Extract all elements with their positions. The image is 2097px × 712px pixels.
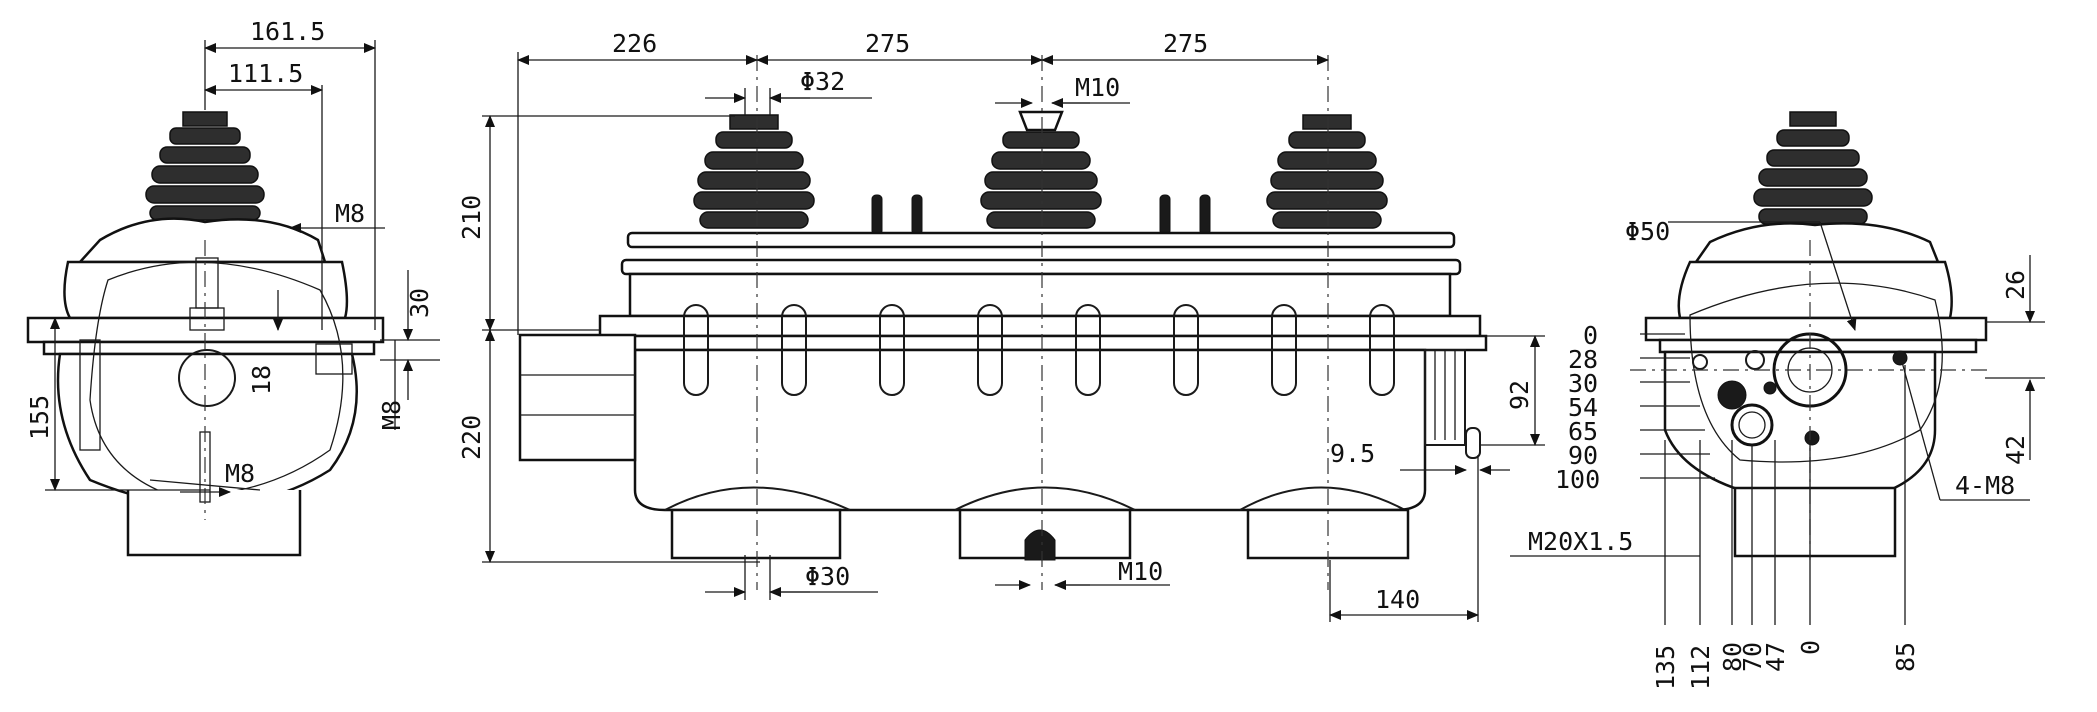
left-side-view: 161.5 111.5 M8 30 18 M8 155 M8 xyxy=(25,17,440,557)
right-dim-47: 47 xyxy=(1761,642,1790,672)
front-dim-275-b: 275 xyxy=(1163,29,1208,58)
right-view-dimensions: Φ50 0 28 30 54 65 90 100 M20X1.5 xyxy=(1510,217,2045,690)
front-dim-220: 220 xyxy=(457,415,486,460)
left-dim-111-5: 111.5 xyxy=(228,59,303,88)
right-dim-28: 28 xyxy=(1568,345,1598,374)
right-dim-135: 135 xyxy=(1651,645,1680,690)
left-dim-18: 18 xyxy=(247,365,276,395)
right-dim-m20x1-5: M20X1.5 xyxy=(1528,527,1633,556)
left-insulator xyxy=(145,111,265,221)
right-bottom-scale: 135 112 80 70 47 0 85 xyxy=(1651,365,1920,690)
front-insulator-3 xyxy=(1266,114,1388,229)
right-insulator xyxy=(1753,111,1873,225)
left-dim-155: 155 xyxy=(25,395,54,440)
right-dim-0: 0 xyxy=(1583,321,1598,350)
front-dim-92: 92 xyxy=(1505,380,1534,410)
front-dim-phi30: Φ30 xyxy=(805,562,850,591)
front-view: 226 275 275 Φ32 M10 210 220 xyxy=(457,29,1545,622)
front-view-dimensions: 226 275 275 Φ32 M10 210 220 xyxy=(457,29,1545,622)
right-dim-42: 42 xyxy=(2001,435,2030,465)
front-dim-275-a: 275 xyxy=(865,29,910,58)
right-dim-4-m8: 4-M8 xyxy=(1955,471,2015,500)
left-view-dimensions: 161.5 111.5 M8 30 18 M8 155 M8 xyxy=(25,17,440,497)
front-dim-9-5: 9.5 xyxy=(1330,439,1375,468)
left-dim-30: 30 xyxy=(405,288,434,318)
right-dim-85: 85 xyxy=(1891,642,1920,672)
right-dim-112: 112 xyxy=(1686,645,1715,690)
front-dim-210: 210 xyxy=(457,195,486,240)
right-side-view: Φ50 0 28 30 54 65 90 100 M20X1.5 xyxy=(1510,111,2045,690)
right-dim-100: 100 xyxy=(1555,465,1600,494)
right-dim-80: 80 xyxy=(1718,642,1747,672)
right-dim-70: 70 xyxy=(1738,642,1767,672)
front-dim-m10-bottom: M10 xyxy=(1118,557,1163,586)
left-dim-161-5: 161.5 xyxy=(250,17,325,46)
front-dim-m10-top: M10 xyxy=(1075,73,1120,102)
left-dim-m8-top: M8 xyxy=(335,199,365,228)
right-dim-26: 26 xyxy=(2001,270,2030,300)
right-dim-bottom-0: 0 xyxy=(1796,640,1825,655)
right-dim-90: 90 xyxy=(1568,441,1598,470)
right-dim-65: 65 xyxy=(1568,417,1598,446)
front-loops xyxy=(683,304,1395,396)
front-dim-phi32: Φ32 xyxy=(800,67,845,96)
right-dim-54: 54 xyxy=(1568,393,1598,422)
right-dim-phi50: Φ50 xyxy=(1625,217,1670,246)
front-dim-140: 140 xyxy=(1375,585,1420,614)
right-dim-30: 30 xyxy=(1568,369,1598,398)
front-dim-226: 226 xyxy=(612,29,657,58)
left-dim-m8-side: M8 xyxy=(377,400,406,430)
right-left-scale: 0 28 30 54 65 90 100 M20X1.5 xyxy=(1510,321,1715,557)
front-insulator-1 xyxy=(693,114,815,229)
left-dim-m8-bottom: M8 xyxy=(225,459,255,488)
front-insulator-2 xyxy=(980,110,1102,229)
